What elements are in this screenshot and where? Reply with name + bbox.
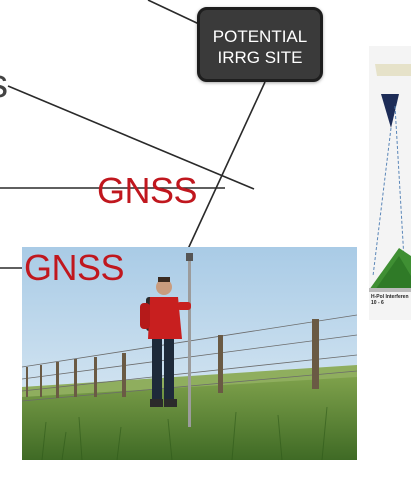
side-caption-line-2: 10 - 6 (371, 300, 384, 306)
callout-line-2: IRRG SITE (217, 48, 303, 67)
gnss-label-lower: GNSS (24, 247, 125, 288)
partial-letter: s (0, 62, 8, 107)
gnss-label-upper: GNSS (97, 170, 198, 211)
side-diagram-image (369, 46, 411, 320)
connector-line-callout-to-pole (187, 81, 266, 250)
potential-site-callout: POTENTIAL IRRG SITE (197, 7, 323, 82)
connector-line-top (147, 0, 200, 25)
surveyor-photo (22, 247, 357, 460)
callout-line-1: POTENTIAL (212, 27, 308, 46)
connector-line-s-to-gnss (7, 85, 255, 190)
side-figure-caption: H-Pol Interferen 10 - 6 (371, 294, 411, 306)
side-caption-line-1: H-Pol Interferen (371, 294, 409, 300)
